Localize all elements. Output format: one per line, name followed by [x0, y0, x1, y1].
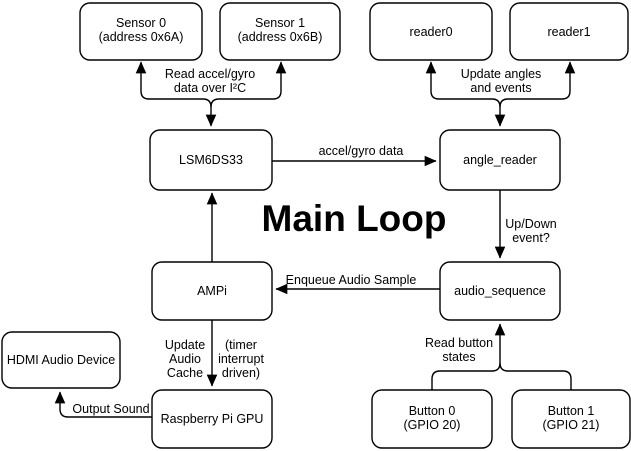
edge-label-update-audio-cache-line1: Update	[165, 338, 205, 352]
node-button0-label-line2: (GPIO 20)	[404, 418, 461, 432]
node-sensor0-label-line1: Sensor 0	[116, 16, 166, 30]
node-raspberry-pi-gpu-box	[151, 389, 273, 449]
node-button0-label-line1: Button 0	[409, 404, 456, 418]
edge-lsm-to-sensor0	[135, 61, 217, 127]
node-button0-box	[371, 389, 493, 449]
node-sensor0: Sensor 0 (address 0x6A)	[79, 2, 203, 61]
node-reader1-label: reader1	[547, 25, 590, 39]
node-angle-reader-label: angle_reader	[463, 153, 537, 167]
edge-button0-to-audiosequence	[431, 323, 506, 390]
edge-label-read-button-states-line2: states	[442, 350, 475, 364]
node-reader0: reader0	[369, 2, 493, 61]
node-button1-box	[511, 389, 631, 449]
edge-label-timer-interrupt-line2: interrupt	[218, 352, 264, 366]
edge-label-update-angles-line2: and events	[470, 81, 531, 95]
edge-label-update-audio-cache-line3: Cache	[167, 366, 203, 380]
node-sensor1: Sensor 1 (address 0x6B)	[219, 2, 341, 61]
node-reader0-label: reader0	[409, 25, 452, 39]
node-sensor0-label-line2: (address 0x6A)	[99, 30, 184, 44]
node-lsm6ds33-label: LSM6DS33	[179, 153, 243, 167]
node-hdmi-audio-device: HDMI Audio Device	[1, 331, 121, 389]
node-button1-label-line2: (GPIO 21)	[543, 418, 600, 432]
node-sensor1-box	[219, 2, 341, 61]
edge-gpu-to-hdmi	[54, 391, 152, 418]
node-sensor1-label-line2: (address 0x6B)	[238, 30, 323, 44]
node-ampi-box	[151, 261, 273, 321]
node-lsm6ds33-box	[149, 129, 273, 191]
edge-label-read-accel-gyro-line2: data over I²C	[174, 81, 246, 95]
node-reader1-box	[509, 2, 629, 61]
edge-label-read-accel-gyro-line1: Read accel/gyro	[165, 67, 255, 81]
node-audio-sequence: audio_sequence	[439, 261, 561, 321]
edge-label-update-audio-cache-line2: Audio	[169, 352, 201, 366]
node-button0: Button 0 (GPIO 20)	[371, 389, 493, 449]
edge-label-update-angles-line1: Update angles	[461, 67, 542, 81]
edge-label-updown-line1: Up/Down	[505, 217, 556, 231]
edges-group	[54, 61, 576, 418]
node-ampi: AMPi	[151, 261, 273, 321]
edge-button1-to-audiosequence	[499, 362, 572, 390]
node-audio-sequence-label: audio_sequence	[454, 284, 546, 298]
node-hdmi-audio-device-box	[1, 331, 121, 389]
node-angle-reader: angle_reader	[439, 129, 561, 191]
node-ampi-label: AMPi	[197, 284, 227, 298]
node-button1-label-line1: Button 1	[548, 404, 595, 418]
edge-label-timer-interrupt-line3: driven)	[222, 366, 260, 380]
edge-label-timer-interrupt-line1: (timer	[225, 338, 257, 352]
node-raspberry-pi-gpu-label: Raspberry Pi GPU	[161, 412, 264, 426]
node-lsm6ds33: LSM6DS33	[149, 129, 273, 191]
main-loop-title: Main Loop	[262, 198, 447, 239]
node-sensor1-label-line1: Sensor 1	[255, 16, 305, 30]
edge-label-read-button-states-line1: Read button	[425, 336, 493, 350]
node-reader0-box	[369, 2, 493, 61]
edge-label-updown-line2: event?	[512, 231, 550, 245]
edge-label-accel-gyro-data: accel/gyro data	[319, 144, 404, 158]
node-raspberry-pi-gpu: Raspberry Pi GPU	[151, 389, 273, 449]
node-reader1: reader1	[509, 2, 629, 61]
node-hdmi-audio-device-label: HDMI Audio Device	[7, 353, 115, 367]
edge-anglereader-to-reader1	[499, 61, 576, 108]
node-audio-sequence-box	[439, 261, 561, 321]
edge-lsm-to-sensor1	[210, 61, 287, 108]
node-sensor0-box	[79, 2, 203, 61]
edge-label-output-sound: Output Sound	[72, 402, 149, 416]
edge-anglereader-to-reader0	[425, 61, 506, 127]
edge-label-enqueue-audio-sample: Enqueue Audio Sample	[286, 273, 417, 287]
node-button1: Button 1 (GPIO 21)	[511, 389, 631, 449]
node-angle-reader-box	[439, 129, 561, 191]
edge-labels-group: Read accel/gyro data over I²C Update ang…	[72, 67, 556, 416]
